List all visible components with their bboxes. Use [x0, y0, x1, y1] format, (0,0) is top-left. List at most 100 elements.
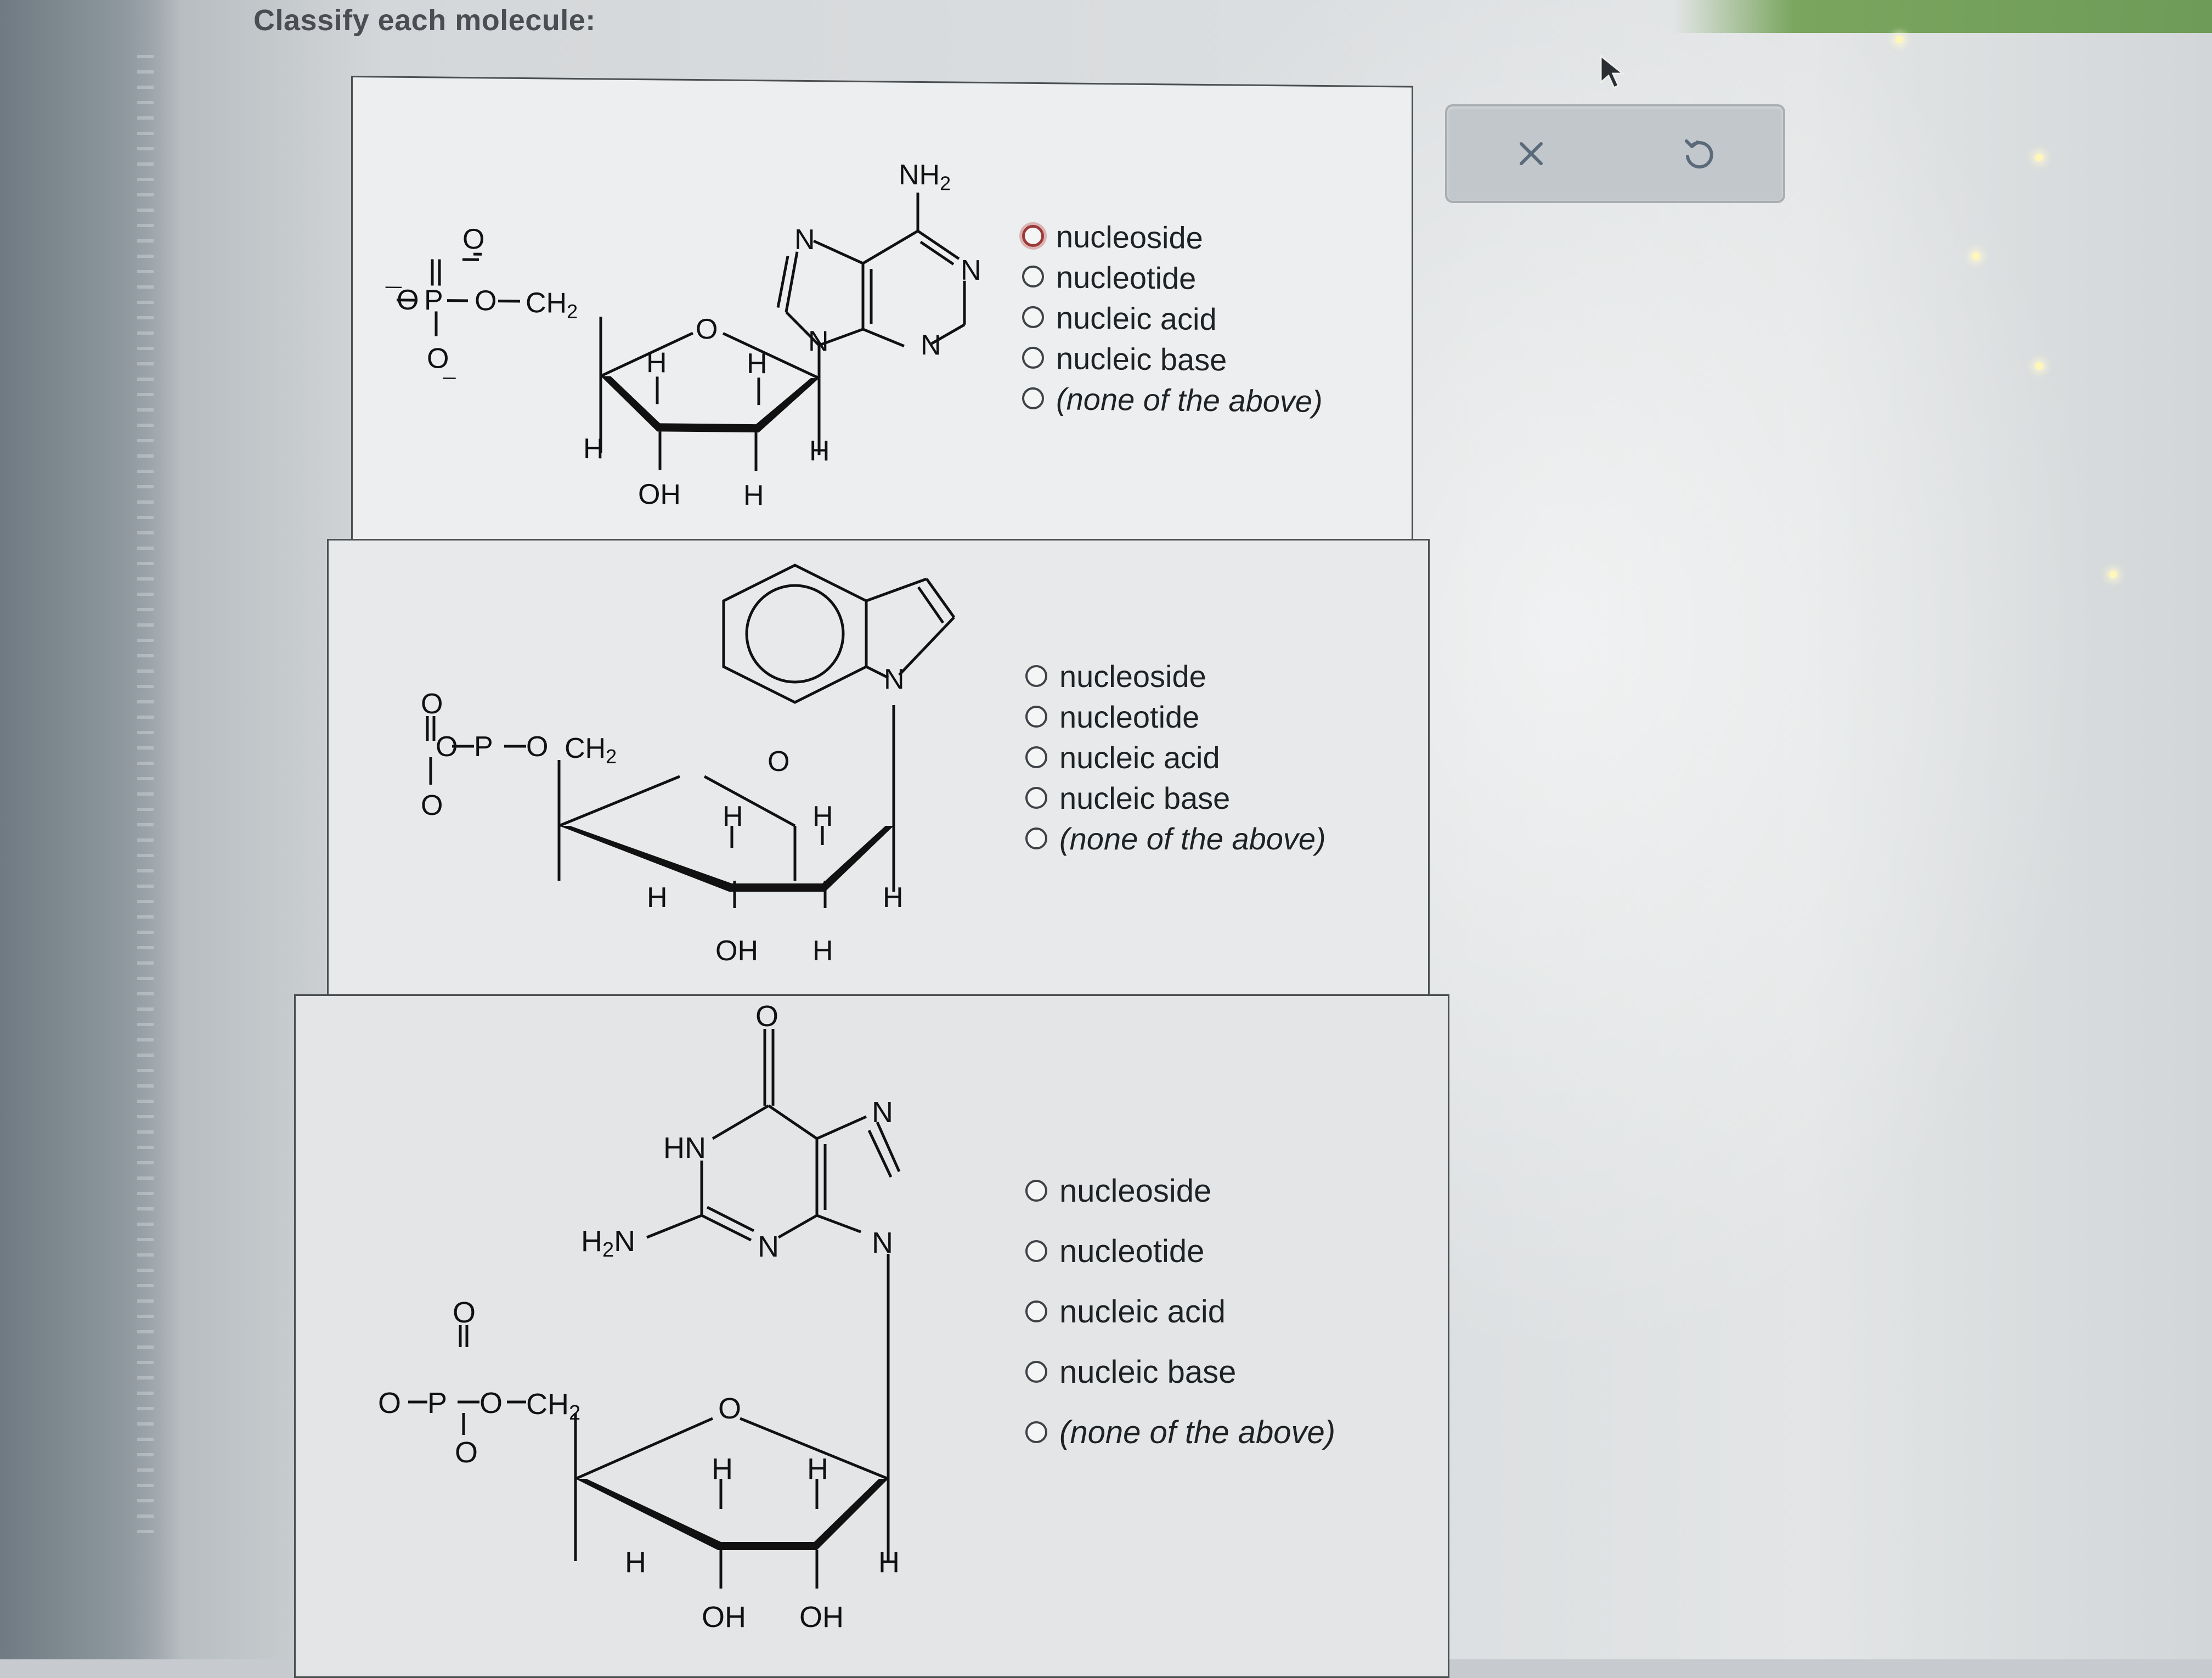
ring-oxygen: O	[718, 1392, 741, 1425]
glare-highlight	[2109, 571, 2117, 578]
hydroxyl-label: OH	[799, 1601, 844, 1634]
ch2-group: CH2	[526, 1388, 580, 1424]
glare-highlight	[1972, 252, 1980, 260]
question-row-2: O O P O CH2 O O H H H H H OH N nucleosid…	[327, 539, 1430, 1000]
radio-icon[interactable]	[1025, 1240, 1047, 1262]
h-label: H	[747, 348, 768, 380]
h-label: H	[812, 935, 833, 967]
option-nucleic-acid[interactable]: nucleic acid	[1025, 1281, 1335, 1342]
undo-icon	[1680, 134, 1718, 173]
phosphoryl-oxygen: O	[462, 223, 484, 255]
radio-icon[interactable]	[1025, 665, 1047, 687]
option-nucleic-base[interactable]: nucleic base	[1025, 778, 1326, 818]
clear-button[interactable]	[1498, 121, 1564, 187]
option-nucleotide[interactable]: nucleotide	[1025, 1221, 1335, 1281]
h-label: H	[883, 882, 904, 914]
nitrogen-label: N	[872, 1226, 893, 1259]
ester-oxygen: O	[475, 285, 496, 317]
nitrogen-label: N	[794, 224, 815, 256]
radio-icon[interactable]	[1025, 787, 1047, 809]
anionic-oxygen-left: O	[397, 284, 419, 316]
radio-icon[interactable]	[1022, 387, 1044, 409]
h-label: H	[878, 1546, 900, 1579]
option-nucleoside[interactable]: nucleoside	[1025, 656, 1326, 696]
anionic-oxygen-bottom: O	[421, 790, 443, 821]
answer-actions	[1445, 104, 1785, 203]
svg-text:_: _	[443, 356, 456, 380]
h-label: H	[625, 1546, 646, 1579]
option-nucleoside[interactable]: nucleoside	[1025, 1161, 1335, 1221]
option-nucleic-base[interactable]: nucleic base	[1022, 337, 1323, 381]
left-panel-edge	[0, 0, 181, 1659]
radio-icon[interactable]	[1022, 347, 1044, 369]
radio-icon[interactable]	[1025, 746, 1047, 768]
option-none[interactable]: (none of the above)	[1022, 378, 1323, 421]
hydroxyl-label: OH	[715, 935, 758, 967]
ester-oxygen: O	[526, 731, 548, 763]
option-nucleic-base[interactable]: nucleic base	[1025, 1342, 1335, 1402]
option-none[interactable]: (none of the above)	[1025, 818, 1326, 859]
header-accent-bar	[1673, 0, 2212, 33]
h-label: H	[647, 882, 668, 914]
h-label: H	[812, 801, 833, 832]
radio-icon[interactable]	[1025, 827, 1047, 849]
hydroxyl-label: OH	[702, 1601, 746, 1634]
phosphorus-atom: P	[427, 1387, 447, 1420]
anionic-oxygen-left: O	[378, 1387, 401, 1420]
glare-highlight	[2035, 154, 2043, 161]
question-row-3: O HN H2N N N N O O P O CH2 O O H H H H O…	[294, 994, 1449, 1678]
option-nucleic-acid[interactable]: nucleic acid	[1022, 297, 1323, 340]
phosphorus-atom: P	[424, 284, 443, 316]
question-row-1: O ¯ O P O CH2 O _ O H H H H H OH N N N N…	[351, 76, 1413, 559]
nitrogen-label: N	[961, 255, 981, 286]
radio-icon[interactable]	[1025, 1361, 1047, 1383]
option-nucleic-acid[interactable]: nucleic acid	[1025, 737, 1326, 778]
molecule-2-structure: O O P O CH2 O O H H H H H OH N	[329, 540, 987, 990]
scroll-track	[137, 55, 154, 1536]
ch2-group: CH2	[526, 287, 578, 323]
option-nucleotide[interactable]: nucleotide	[1025, 696, 1326, 737]
nitrogen-label: N	[808, 325, 829, 357]
anionic-oxygen-bottom: O	[455, 1436, 478, 1469]
h-label: H	[712, 1452, 733, 1485]
x-icon	[1515, 137, 1548, 170]
h-label: H	[807, 1452, 828, 1485]
question-prompt: Classify each molecule:	[253, 3, 596, 37]
nitrogen-label: N	[921, 329, 941, 361]
amino-group: H2N	[581, 1225, 635, 1262]
glare-highlight	[1895, 36, 1903, 43]
option-nucleotide[interactable]: nucleotide	[1022, 256, 1323, 300]
options-group-1: nucleoside nucleotide nucleic acid nucle…	[1022, 216, 1323, 421]
undo-button[interactable]	[1666, 121, 1732, 187]
ch2-group: CH2	[565, 733, 617, 768]
hydroxyl-label: OH	[638, 478, 681, 511]
h-label: H	[646, 347, 667, 379]
nitrogen-label: N	[758, 1230, 779, 1263]
molecule-3-structure: O HN H2N N N N O O P O CH2 O O H H H H O…	[296, 996, 1009, 1676]
phosphorus-atom: P	[474, 731, 493, 763]
option-none[interactable]: (none of the above)	[1025, 1402, 1335, 1462]
nitrogen-label: N	[872, 1096, 893, 1129]
option-nucleoside[interactable]: nucleoside	[1022, 216, 1323, 259]
h-label: H	[743, 480, 764, 511]
ring-oxygen: O	[696, 313, 718, 345]
anionic-oxygen-left: O	[436, 731, 458, 763]
radio-icon[interactable]	[1025, 1180, 1047, 1202]
mouse-pointer-icon	[1598, 54, 1630, 92]
radio-icon[interactable]	[1025, 706, 1047, 728]
options-group-3: nucleoside nucleotide nucleic acid nucle…	[1025, 1161, 1335, 1462]
radio-icon[interactable]	[1025, 1421, 1047, 1443]
phosphoryl-oxygen: O	[421, 688, 443, 720]
h-label: H	[809, 435, 830, 467]
glare-highlight	[2035, 362, 2043, 370]
radio-icon[interactable]	[1025, 1300, 1047, 1322]
options-group-2: nucleoside nucleotide nucleic acid nucle…	[1025, 656, 1326, 859]
amino-group: NH2	[899, 159, 951, 195]
ring-oxygen: O	[768, 746, 789, 778]
radio-icon[interactable]	[1022, 225, 1044, 247]
radio-icon[interactable]	[1022, 306, 1044, 328]
h-label: H	[723, 801, 743, 832]
carbonyl-oxygen: O	[755, 1000, 778, 1033]
nitrogen-label: N	[884, 663, 905, 695]
radio-icon[interactable]	[1022, 266, 1044, 288]
